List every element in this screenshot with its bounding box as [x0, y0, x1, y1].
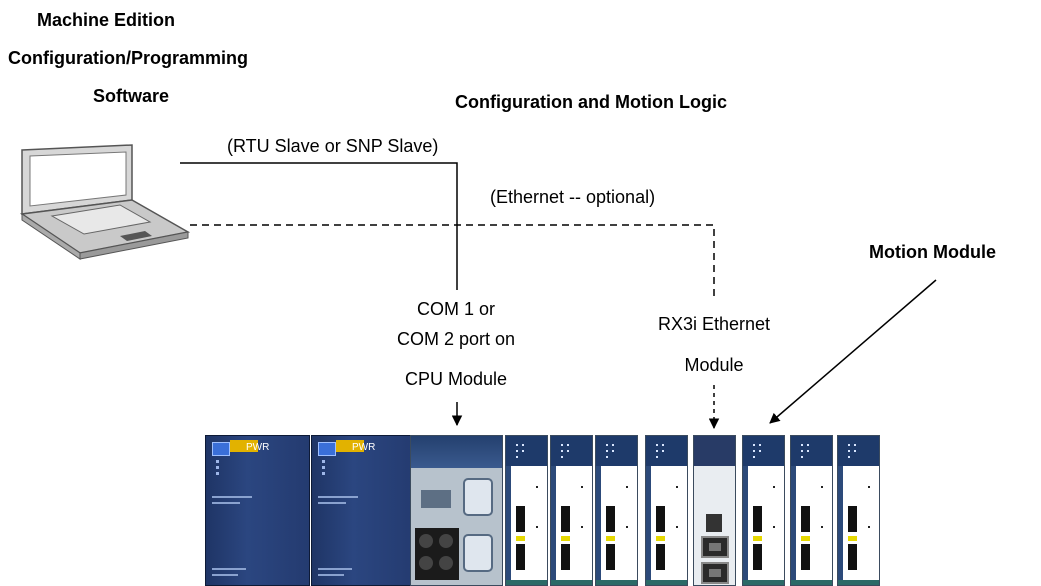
- io-module-1: [505, 435, 548, 586]
- cpu-label-line3: CPU Module: [404, 369, 508, 389]
- ethernet-module-label-line2: Module: [684, 355, 744, 375]
- cpu-label-line2: COM 2 port on: [396, 329, 516, 349]
- software-title-line1: Machine Edition: [37, 10, 176, 30]
- laptop-icon: [19, 144, 191, 260]
- power-supply-2: PWR: [311, 435, 416, 586]
- software-title-line2: Configuration/Programming: [8, 48, 248, 68]
- motion-module-label: Motion Module: [869, 242, 996, 262]
- ethernet-connection-line: [190, 224, 715, 300]
- ethernet-link-label: (Ethernet -- optional): [490, 187, 656, 207]
- motion-module: [742, 435, 785, 586]
- com2-port: [463, 534, 493, 572]
- software-title-line3: Software: [93, 86, 170, 106]
- ethernet-module-label-line1: RX3i Ethernet: [657, 314, 771, 334]
- com1-port: [463, 478, 493, 516]
- io-module-3: [595, 435, 638, 586]
- ethernet-port-1: [701, 536, 729, 558]
- pwr-label-1: PWR: [246, 442, 270, 453]
- power-supply-1: PWR: [205, 435, 310, 586]
- pwr-label-2: PWR: [352, 442, 376, 453]
- io-module-4: [645, 435, 688, 586]
- ethernet-port-2: [701, 562, 729, 584]
- serial-link-label: (RTU Slave or SNP Slave): [227, 136, 439, 156]
- plc-rack: PWR PWR: [205, 435, 885, 586]
- ethernet-module: [693, 435, 736, 586]
- motion-module-arrow: [769, 279, 937, 424]
- serial-connection-line: [180, 162, 458, 290]
- io-module-6: [837, 435, 880, 586]
- io-module-5: [790, 435, 833, 586]
- logic-title: Configuration and Motion Logic: [455, 92, 727, 112]
- cpu-module: [410, 435, 503, 586]
- cpu-label-line1: COM 1 or: [416, 299, 496, 319]
- io-module-2: [550, 435, 593, 586]
